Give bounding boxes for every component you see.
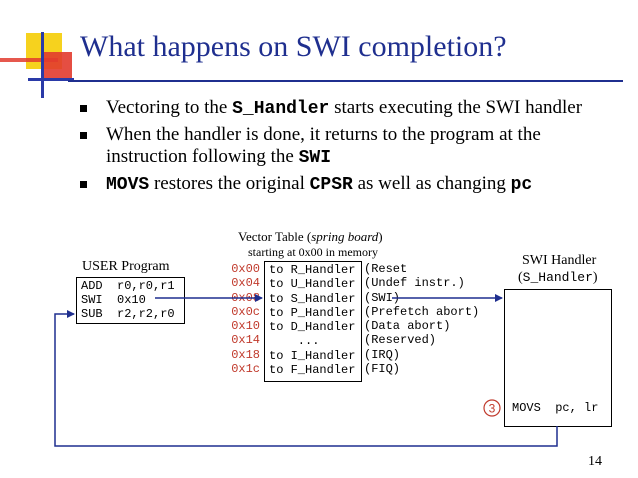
vector-address: 0x00 (231, 262, 260, 276)
vector-address: 0x04 (231, 276, 260, 291)
bullet-item: MOVS restores the original CPSR as well … (78, 173, 618, 196)
swi-handler-sublabel: (S_Handler) (518, 270, 598, 285)
bullet-text: starts executing the SWI handler (329, 97, 583, 118)
bullet-code: S_Handler (232, 99, 330, 119)
vector-entry: ... (269, 334, 320, 349)
swi-handler-label: SWI Handler (522, 253, 597, 268)
bullet-code: SWI (298, 148, 332, 168)
bullet-square-icon (80, 105, 87, 112)
user-program-label: USER Program (82, 259, 170, 274)
vector-description-column: (Reset (Undef instr.) (SWI) (Prefetch ab… (364, 262, 479, 376)
vector-entry: to I_Handler (269, 348, 356, 363)
vector-table-box: to R_Handler to U_Handler to S_Handler t… (264, 261, 362, 382)
bullet-item: Vectoring to the S_Handler starts execut… (78, 97, 618, 120)
bullet-item: When the handler is done, it returns to … (78, 124, 618, 169)
bullet-list: Vectoring to the S_Handler starts execut… (78, 97, 618, 200)
vector-description: (IRQ) (364, 347, 401, 362)
deco-blue-hline (28, 78, 74, 81)
vector-entry: to U_Handler (269, 277, 356, 292)
bullet-square-icon (80, 132, 87, 139)
bullet-text: Vectoring to the (106, 97, 233, 118)
vector-address: 0x1c (231, 362, 260, 377)
vector-entry: to F_Handler (269, 363, 356, 378)
vector-description: (Reserved) (364, 333, 437, 348)
corner-decoration (0, 32, 74, 98)
vector-entry: to D_Handler (269, 320, 356, 335)
bullet-text: When the handler is done, it returns to … (106, 124, 541, 167)
vector-table-caption: Vector Table (spring board) (238, 229, 383, 244)
vector-description: (Prefetch abort) (364, 304, 480, 319)
deco-red-square (44, 52, 72, 80)
vector-address: 0x10 (231, 319, 260, 334)
bullet-text: as well as changing (352, 173, 511, 194)
page-number: 14 (588, 454, 602, 469)
vector-description: (FIQ) (364, 362, 401, 377)
bullet-text: restores the original (149, 173, 310, 194)
deco-blue-vline (41, 32, 44, 98)
bullet-code: pc (510, 175, 533, 195)
bullet-square-icon (80, 181, 87, 188)
step-circle (483, 399, 501, 417)
code-line: SWI 0x10 (81, 293, 146, 307)
handler-instruction: MOVS pc, lr (512, 401, 599, 415)
vector-entry: to S_Handler (269, 291, 356, 306)
vector-description: (Reset (364, 262, 408, 276)
user-program-box: ADD r0,r0,r1 SWI 0x10 SUB r2,r2,r0 (76, 277, 185, 324)
title-rule (68, 80, 623, 82)
vector-entry: to P_Handler (269, 305, 356, 320)
vector-description: (Undef instr.) (364, 276, 465, 291)
slide-title: What happens on SWI completion? (80, 30, 507, 63)
vector-address: 0x18 (231, 347, 260, 362)
vector-description: (SWI) (364, 290, 401, 305)
swi-handler-box (504, 289, 612, 427)
step-number: 3 (489, 402, 496, 416)
bullet-code: MOVS (106, 175, 150, 195)
vector-entry: to R_Handler (269, 263, 356, 277)
bullet-code: CPSR (309, 175, 353, 195)
deco-red-line (0, 58, 58, 62)
arrow-return-to-program (54, 310, 558, 447)
code-line: ADD r0,r0,r1 (81, 279, 175, 293)
vector-address-column: 0x00 0x04 0x08 0x0c 0x10 0x14 0x18 0x1c (222, 262, 260, 376)
step-badge: 3 (483, 399, 501, 417)
vector-table-subcaption: starting at 0x00 in memory (248, 245, 378, 259)
vector-address: 0x0c (231, 304, 260, 319)
vector-description: (Data abort) (364, 319, 451, 334)
vector-address: 0x14 (231, 333, 260, 348)
code-line: SUB r2,r2,r0 (81, 307, 175, 321)
